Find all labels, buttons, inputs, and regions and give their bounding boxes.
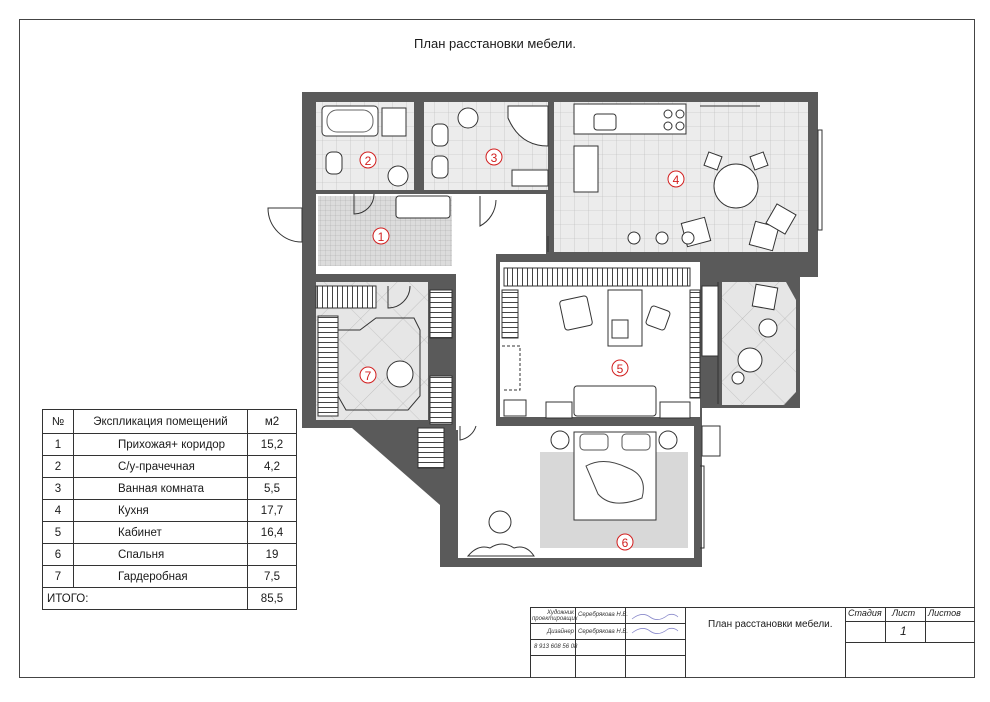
cell-room: Гардеробная	[73, 565, 248, 588]
table-row: 1 Прихожая+ коридор 15,2	[42, 433, 297, 456]
bedroom-ottoman	[488, 510, 512, 534]
svg-text:6: 6	[622, 536, 629, 550]
room-number-6: 6	[616, 533, 634, 551]
header-cell: №	[42, 409, 74, 434]
sink-3	[457, 107, 479, 129]
phone-number: 8 913 608 56 08	[534, 644, 578, 650]
corridor-upper	[496, 194, 546, 254]
cell-number: 1	[42, 433, 74, 456]
armchair-5	[559, 295, 593, 331]
name-artist: Серебрякова Н.В.	[578, 612, 629, 618]
cell-number: 6	[42, 543, 74, 566]
toilet-2	[325, 151, 343, 175]
table-total-row: ИТОГО: 85,5	[42, 587, 297, 610]
svg-text:1: 1	[378, 230, 385, 244]
table-row: 2 С/у-прачечная 4,2	[42, 455, 297, 478]
header-cell: Экспликация помещений	[73, 409, 248, 434]
sink-2	[387, 165, 409, 187]
page-title: План расстановки мебели.	[414, 36, 576, 51]
cell-number: 3	[42, 477, 74, 500]
header-cell: м2	[247, 409, 297, 434]
cell-room: С/у-прачечная	[73, 455, 248, 478]
hall-chest	[395, 195, 451, 219]
cell-room: Кабинет	[73, 521, 248, 544]
cell-number: 2	[42, 455, 74, 478]
signature-icon	[631, 613, 679, 634]
cell-number: 4	[42, 499, 74, 522]
cell-area: 16,4	[247, 521, 297, 544]
table-row: 7 Гардеробная 7,5	[42, 565, 297, 588]
svg-text:2: 2	[365, 154, 372, 168]
table-row: 4 Кухня 17,7	[42, 499, 297, 522]
svg-text:5: 5	[617, 362, 624, 376]
toilet-3	[431, 123, 449, 147]
shower-cabin	[507, 105, 549, 147]
room-number-4: 4	[667, 170, 685, 188]
room-number-5: 5	[611, 359, 629, 377]
explication-table: № Экспликация помещений м2 1 Прихожая+ к…	[42, 409, 297, 610]
sheet-label: Лист	[892, 608, 916, 618]
cell-number: 5	[42, 521, 74, 544]
bedroom-bench	[466, 543, 535, 557]
cell-room: Спальня	[73, 543, 248, 566]
name-designer: Серебрякова Н.В.	[578, 629, 629, 635]
cell-room: Прихожая+ коридор	[73, 433, 248, 456]
table-row: 3 Ванная комната 5,5	[42, 477, 297, 500]
cell-number: 7	[42, 565, 74, 588]
table-row: 5 Кабинет 16,4	[42, 521, 297, 544]
role-designer: Дизайнер	[547, 629, 574, 635]
room-number-2: 2	[359, 151, 377, 169]
fridge	[573, 145, 599, 193]
washing-machine	[381, 107, 407, 137]
corridor-floor	[456, 194, 496, 430]
bidet	[431, 155, 449, 179]
cell-area: 19	[247, 543, 297, 566]
total-value: 85,5	[247, 587, 297, 610]
room-number-3: 3	[485, 148, 503, 166]
sofa	[573, 385, 657, 417]
svg-text:4: 4	[673, 173, 680, 187]
room-number-7: 7	[359, 366, 377, 384]
room-number-1: 1	[372, 227, 390, 245]
sheet-title: План расстановки мебели.	[708, 619, 833, 630]
sheet-number: 1	[900, 624, 907, 638]
drawing-frame	[19, 19, 975, 678]
table-row: 6 Спальня 19	[42, 543, 297, 566]
kitchen-chair-3	[765, 203, 797, 235]
cell-area: 7,5	[247, 565, 297, 588]
total-label: ИТОГО:	[42, 587, 248, 610]
dining-table	[713, 163, 759, 209]
title-block: Художник проектировщик Серебрякова Н.В. …	[530, 607, 975, 678]
ottoman	[386, 360, 414, 388]
role-artist: Художник проектировщик	[532, 610, 578, 622]
cell-room: Ванная комната	[73, 477, 248, 500]
entry-door	[267, 207, 303, 243]
svg-text:3: 3	[491, 151, 498, 165]
cell-room: Кухня	[73, 499, 248, 522]
cell-area: 4,2	[247, 455, 297, 478]
kitchen-counter	[573, 103, 687, 135]
cell-area: 5,5	[247, 477, 297, 500]
stage-label: Стадия	[848, 608, 882, 618]
kitchen-chair-2	[748, 220, 780, 252]
table-header: № Экспликация помещений м2	[42, 409, 297, 434]
cell-area: 15,2	[247, 433, 297, 456]
cell-area: 17,7	[247, 499, 297, 522]
sheets-label: Листов	[928, 608, 961, 618]
svg-text:7: 7	[365, 369, 372, 383]
